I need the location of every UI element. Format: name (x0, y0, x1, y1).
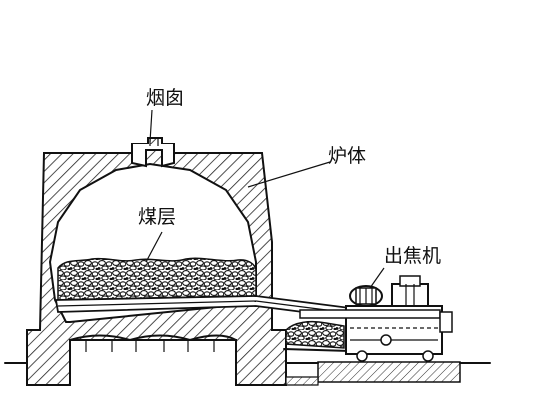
chimney (131, 144, 175, 168)
label-coal-layer: 煤层 (138, 206, 176, 228)
coke-chute (283, 320, 351, 352)
ground-line (4, 362, 491, 386)
coal-layer-leader (145, 231, 163, 263)
furnace-body-leader (247, 161, 331, 188)
coke-pusher-machine (299, 275, 461, 383)
foundation-supports (69, 334, 237, 352)
label-chimney: 烟囱 (146, 87, 184, 109)
leader-lines (145, 109, 385, 289)
coal-layer (57, 257, 257, 301)
chimney-leader (149, 109, 153, 143)
coke-pusher-leader (369, 267, 385, 289)
labels: 烟囱 炉体 煤层 出焦机 (138, 87, 441, 267)
label-furnace-body: 炉体 (328, 145, 366, 167)
coal-pile (57, 257, 257, 301)
label-coke-pusher: 出焦机 (384, 245, 441, 267)
